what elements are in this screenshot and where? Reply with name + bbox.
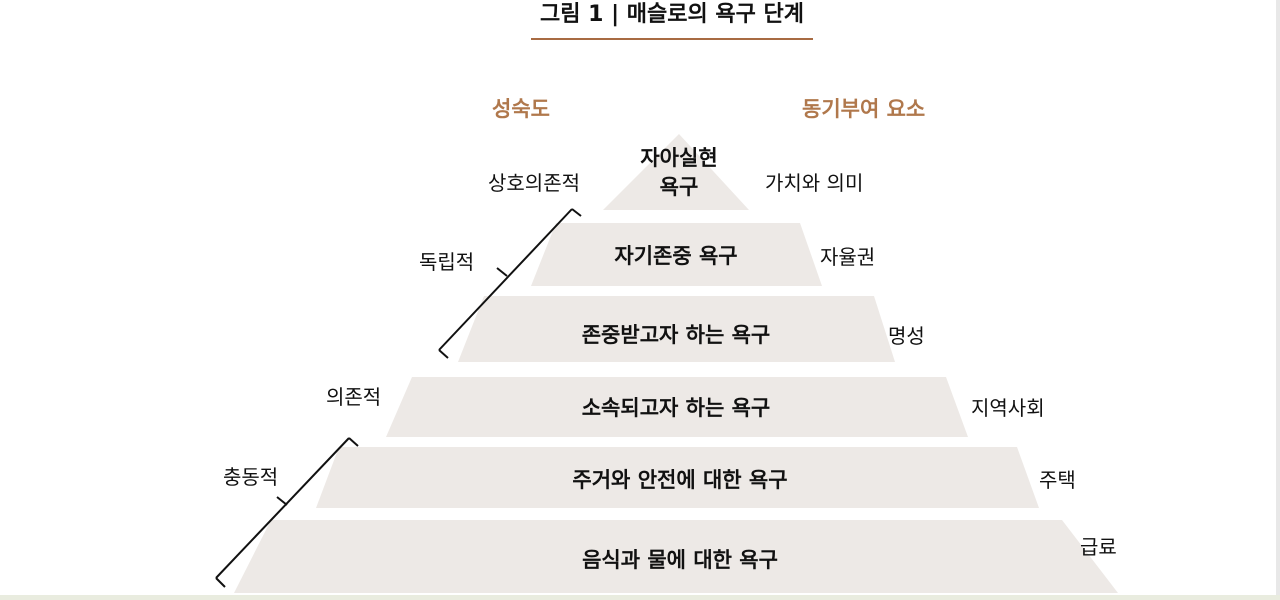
maturity-independent: 독립적 [419,250,475,274]
factor-housing: 주택 [1039,468,1076,492]
factor-salary: 급료 [1080,535,1117,559]
bottom-band [0,595,1280,600]
tier-label-self-actualization: 자아실현 욕구 [619,144,739,202]
tier-label-self-actualization-line1: 자아실현 [640,146,718,170]
tier-physiological [234,520,1118,593]
tier-label-self-actualization-line2: 욕구 [659,175,699,199]
tier-self-esteem [531,223,822,286]
tier-belonging [386,377,968,437]
maturity-impulsive: 충동적 [223,465,279,489]
factor-community: 지역사회 [971,396,1045,420]
motivation-header: 동기부여 요소 [802,97,926,121]
tier-self-actualization [603,134,749,210]
tier-label-safety: 주거와 안전에 대한 욕구 [572,468,788,492]
right-edge-rule [1276,0,1280,600]
factor-reputation: 명성 [888,324,925,348]
tier-label-esteem: 존중받고자 하는 욕구 [581,323,771,347]
maturity-header: 성숙도 [492,97,550,121]
tier-safety [316,447,1039,508]
tier-label-belonging: 소속되고자 하는 욕구 [581,396,771,420]
factor-value-meaning: 가치와 의미 [765,171,864,195]
upper-bracket [438,208,582,359]
tier-label-self-esteem: 자기존중 욕구 [614,244,738,268]
tier-label-physiological: 음식과 물에 대한 욕구 [582,548,778,572]
factor-autonomy: 자율권 [820,245,876,269]
maturity-interdependent: 상호의존적 [488,171,580,195]
maturity-dependent: 의존적 [326,385,382,409]
title-underline [531,38,813,40]
tier-esteem [458,296,895,362]
lower-bracket [215,437,359,588]
figure-title: 그림 1 | 매슬로의 욕구 단계 [539,2,805,27]
